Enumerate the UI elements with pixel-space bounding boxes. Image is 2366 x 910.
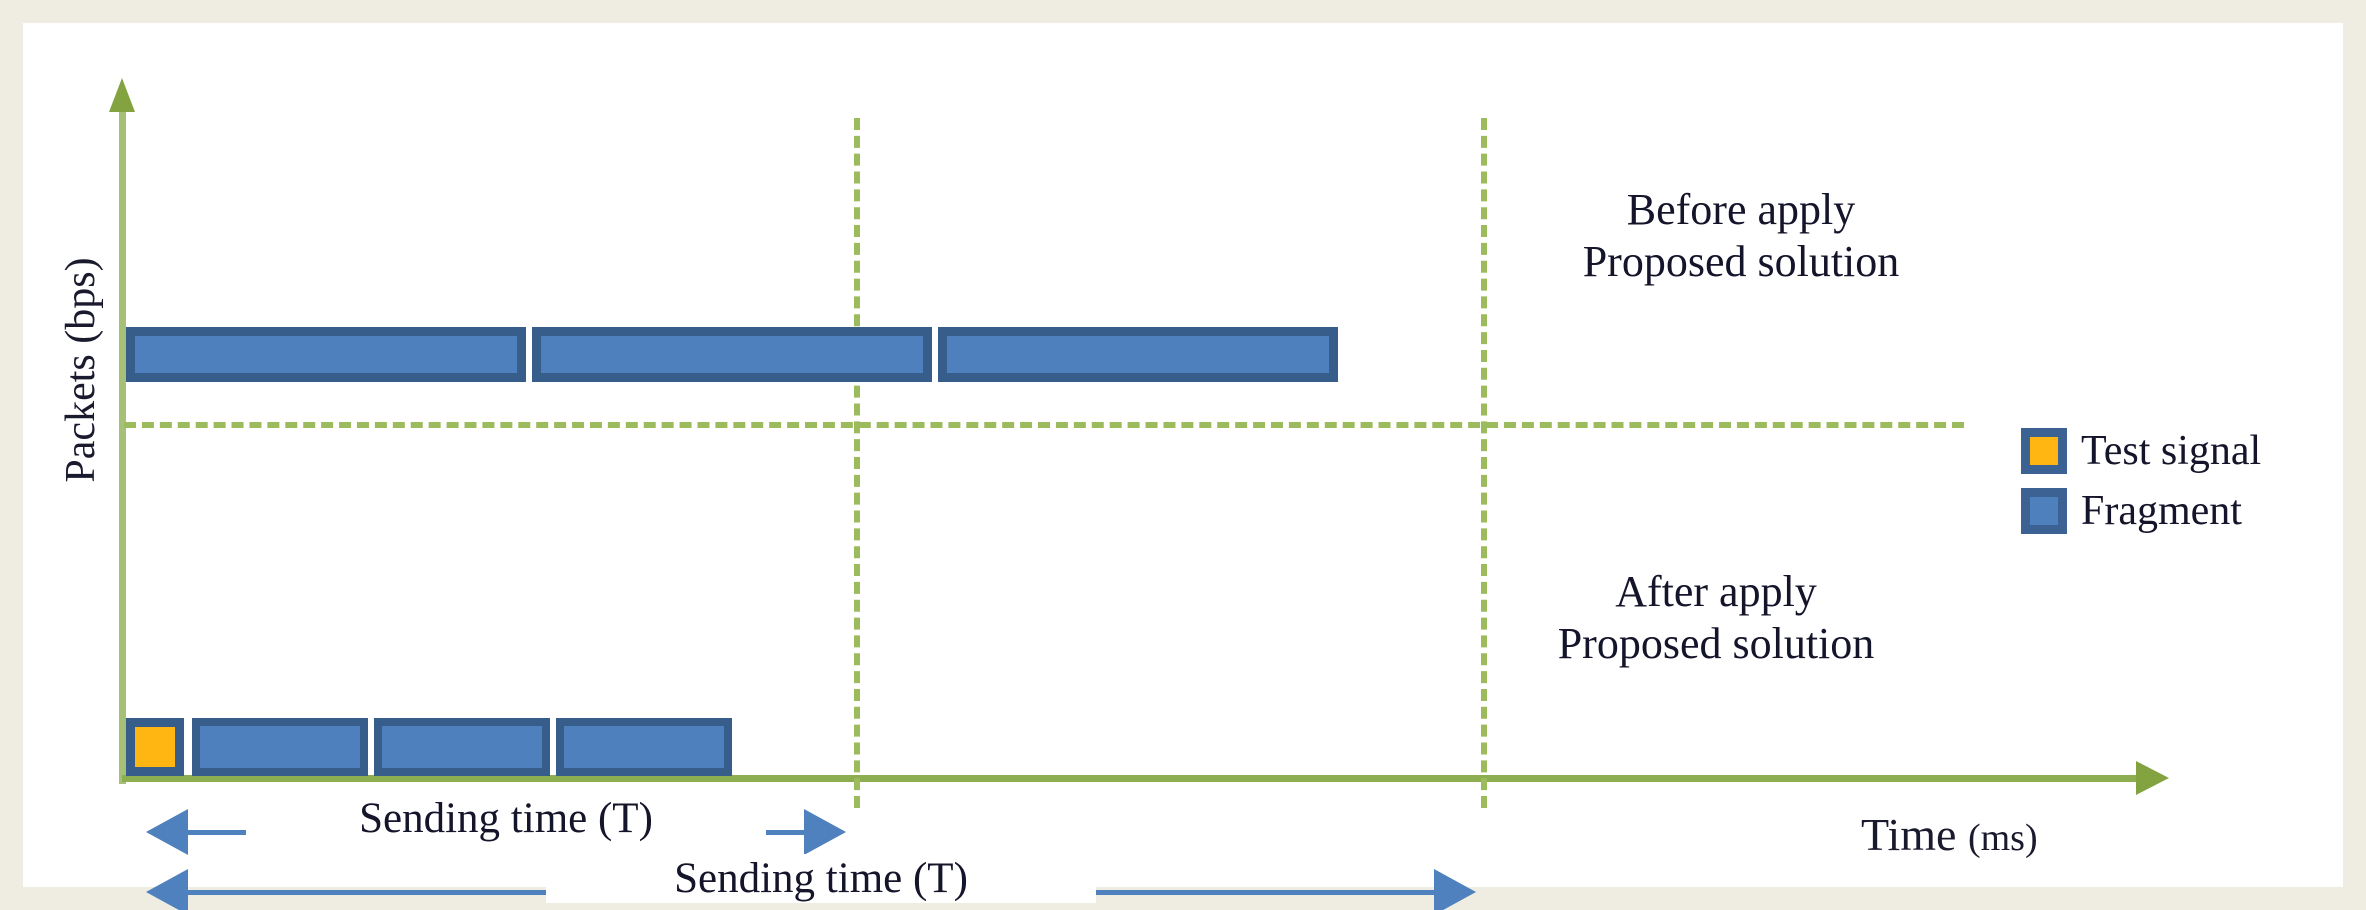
fragment-bar-after-1 [192, 718, 368, 776]
vertical-dashed-guide-before [1481, 118, 1487, 808]
legend-label-fragment: Fragment [2081, 488, 2242, 534]
legend: Test signal Fragment [2021, 421, 2261, 541]
horizontal-dashed-separator [124, 422, 1964, 428]
x-axis-label: Time (ms) [1861, 808, 2038, 861]
fragment-bar-after-2 [374, 718, 550, 776]
test-signal-bar [126, 718, 184, 776]
measure-arrow-left-head-icon [146, 809, 188, 855]
x-axis-label-unit: (ms) [1967, 817, 2038, 859]
annotation-before-line1: Before apply [1626, 185, 1856, 234]
annotation-after-apply: After apply Proposed solution [1476, 566, 1956, 670]
y-axis-line [119, 104, 126, 784]
y-axis-arrowhead-icon [109, 78, 135, 112]
measure-label-sending-time-after: Sending time (T) [246, 794, 766, 843]
legend-item-fragment: Fragment [2021, 481, 2261, 541]
annotation-before-apply: Before apply Proposed solution [1501, 184, 1981, 288]
legend-label-test-signal: Test signal [2081, 428, 2262, 474]
x-axis-label-main: Time [1861, 809, 1957, 860]
measure-arrow-right-head-icon [804, 809, 846, 855]
legend-item-test-signal: Test signal [2021, 421, 2261, 481]
fragment-bar-before-3 [938, 327, 1338, 382]
figure-inner-frame: Packets (bps) Time (ms) Before apply Pro… [10, 10, 2356, 910]
legend-swatch-test-signal-icon [2021, 428, 2067, 474]
y-axis-label: Packets (bps) [58, 257, 104, 483]
annotation-after-line1: After apply [1615, 567, 1817, 616]
fragment-bar-before-1 [126, 327, 526, 382]
x-axis-arrowhead-icon [2136, 761, 2169, 795]
measure-label-sending-time-before: Sending time (T) [546, 854, 1096, 903]
annotation-after-line2: Proposed solution [1557, 618, 1875, 668]
vertical-dashed-guide-after [854, 118, 860, 808]
measure-arrow-left-head-icon [146, 869, 188, 910]
annotation-before-line2: Proposed solution [1582, 236, 1900, 286]
fragment-bar-before-2 [532, 327, 932, 382]
x-axis-line [122, 775, 2142, 782]
measure-arrow-right-head-icon [1434, 869, 1476, 910]
plot-area: Packets (bps) Time (ms) Before apply Pro… [46, 46, 2366, 910]
legend-swatch-fragment-icon [2021, 488, 2067, 534]
fragment-bar-after-3 [556, 718, 732, 776]
measure-arrow-sending-time-after: Sending time (T) [146, 794, 846, 860]
measure-arrow-sending-time-before: Sending time (T) [146, 854, 1476, 910]
